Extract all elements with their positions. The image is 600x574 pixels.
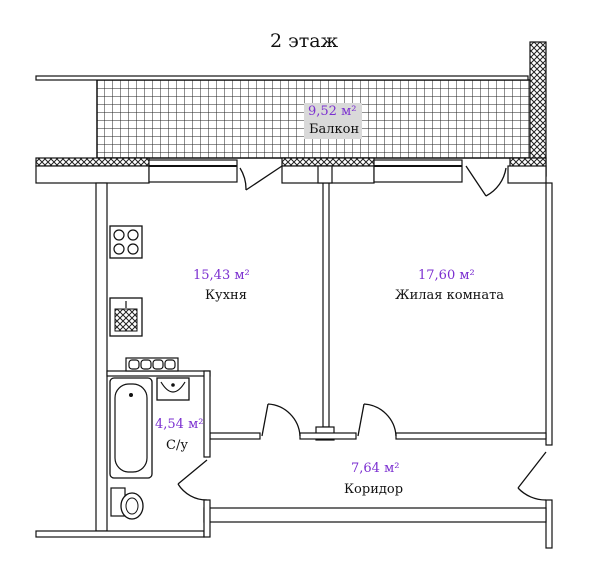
wall-balcony-left-lower xyxy=(35,165,150,184)
kitchen-name: Кухня xyxy=(205,288,247,303)
bathroom-wall-top xyxy=(106,370,211,377)
toilet-icon xyxy=(110,487,144,520)
balcony-parapet-left xyxy=(35,75,529,81)
column-top xyxy=(317,165,333,184)
bathroom-wall-right-lower xyxy=(203,499,211,538)
kitchen-area: 15,43 м² xyxy=(193,268,250,283)
wall-balcony-mid-hatch xyxy=(281,157,375,167)
bathroom-wall-right xyxy=(203,370,211,458)
corridor-area: 7,64 м² xyxy=(351,461,400,476)
bathroom-name: С/у xyxy=(166,438,188,453)
wall-living-corridor xyxy=(395,432,547,440)
wall-kitchen-corridor xyxy=(209,432,261,440)
floor-title: 2 этаж xyxy=(270,30,339,52)
radiator-icon xyxy=(125,357,179,372)
wall-balcony-left xyxy=(35,157,150,167)
balcony-name: Балкон xyxy=(309,122,360,137)
wall-right-lower xyxy=(545,499,553,549)
balcony-door-kitchen xyxy=(239,165,283,191)
door-kitchen xyxy=(261,403,301,437)
wall-right xyxy=(545,182,553,446)
kitchen-sink-icon xyxy=(109,297,143,337)
wall-bottom-left xyxy=(35,530,205,538)
balcony-wall-right xyxy=(529,41,547,177)
window-kitchen xyxy=(148,159,238,183)
window-living xyxy=(373,159,463,183)
door-bathroom xyxy=(177,459,208,501)
bathroom-area: 4,54 м² xyxy=(155,417,204,432)
door-living xyxy=(357,403,397,437)
wall-left xyxy=(95,182,108,532)
stove-icon xyxy=(109,225,143,259)
balcony-label-bg xyxy=(304,103,362,139)
balcony-area: 9,52 м² xyxy=(308,104,357,119)
bathtub-icon xyxy=(109,377,153,479)
wall-balcony-right xyxy=(507,165,547,184)
wall-corridor-mid xyxy=(299,432,357,440)
balcony-door-living xyxy=(465,165,507,197)
door-entrance xyxy=(517,451,547,501)
partition-kitchen-living xyxy=(322,182,330,428)
washbasin-icon xyxy=(156,377,190,401)
wall-bottom xyxy=(203,507,547,523)
corridor-name: Коридор xyxy=(344,482,404,497)
living-area: 17,60 м² xyxy=(418,268,475,283)
living-name: Жилая комната xyxy=(395,288,505,303)
